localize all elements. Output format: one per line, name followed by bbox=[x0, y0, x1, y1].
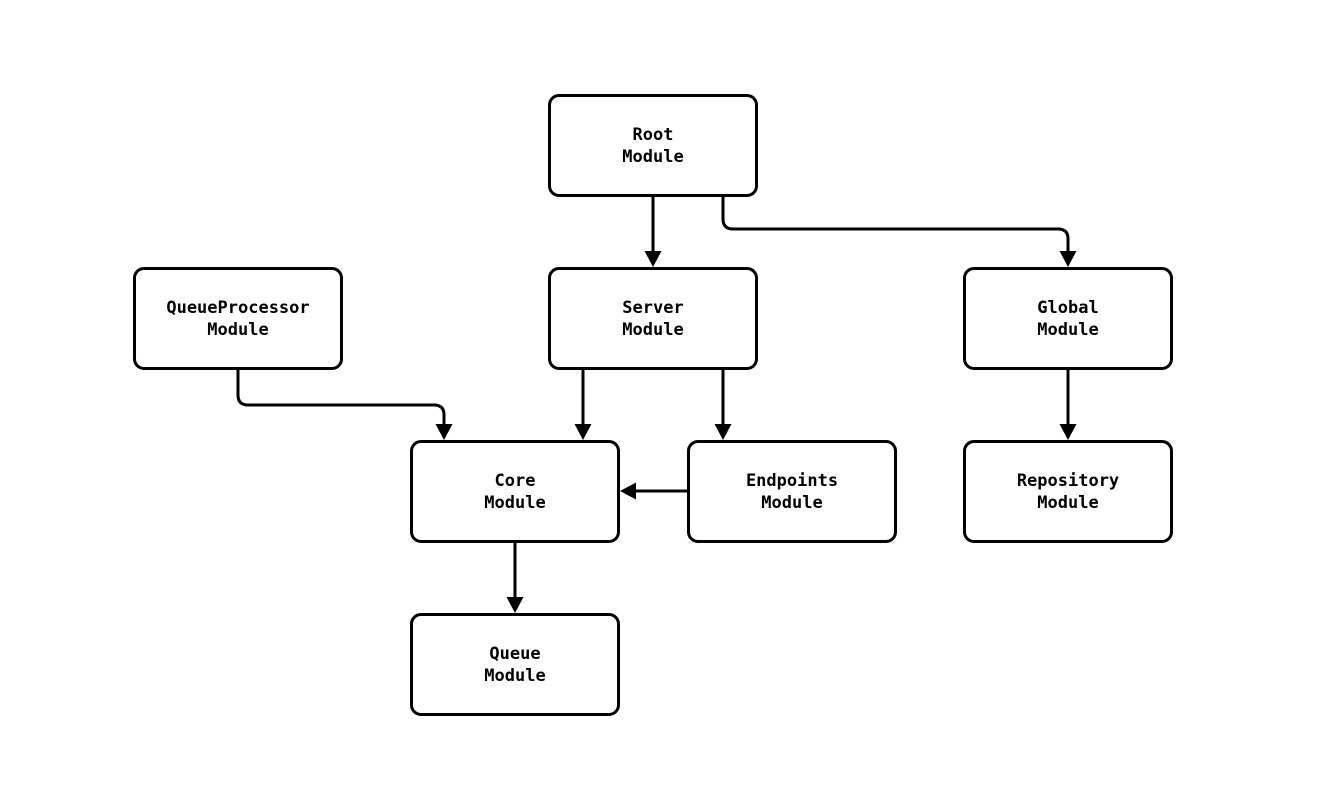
node-core-module-label-line1: Core bbox=[494, 470, 536, 491]
node-queueprocessor-module[interactable]: QueueProcessor Module bbox=[133, 267, 343, 370]
node-endpoints-module[interactable]: Endpoints Module bbox=[687, 440, 897, 543]
node-root-module-label-line2: Module bbox=[622, 146, 684, 167]
node-core-module-label-line2: Module bbox=[484, 492, 546, 513]
node-global-module-label-line1: Global bbox=[1037, 297, 1099, 318]
node-queueprocessor-module-label-line1: QueueProcessor bbox=[166, 297, 310, 318]
node-root-module-label-line1: Root bbox=[632, 124, 674, 145]
arrowhead-core-to-queue bbox=[506, 597, 524, 613]
node-endpoints-module-label-line1: Endpoints bbox=[745, 470, 839, 491]
node-server-module-label-line1: Server bbox=[622, 297, 684, 318]
arrowhead-endpoints-to-core bbox=[620, 482, 636, 500]
edge-root-to-global bbox=[721, 197, 1070, 258]
node-server-module[interactable]: Server Module bbox=[548, 267, 758, 370]
arrowhead-queueprocessor-to-core bbox=[435, 424, 453, 440]
node-global-module[interactable]: Global Module bbox=[963, 267, 1173, 370]
node-queueprocessor-module-label-line2: Module bbox=[207, 319, 269, 340]
node-root-module[interactable]: Root Module bbox=[548, 94, 758, 197]
node-core-module[interactable]: Core Module bbox=[410, 440, 620, 543]
edge-queueprocessor-to-core bbox=[236, 370, 446, 431]
arrowhead-server-to-endpoints bbox=[714, 424, 732, 440]
node-queue-module-label-line2: Module bbox=[484, 665, 546, 686]
node-repository-module-label-line2: Module bbox=[1037, 492, 1099, 513]
node-queue-module-label-line1: Queue bbox=[489, 643, 541, 664]
arrowhead-root-to-server bbox=[644, 251, 662, 267]
node-repository-module-label-line1: Repository bbox=[1016, 470, 1120, 491]
arrowhead-server-to-core bbox=[574, 424, 592, 440]
arrowhead-root-to-global bbox=[1059, 251, 1077, 267]
node-repository-module[interactable]: Repository Module bbox=[963, 440, 1173, 543]
arrowhead-global-to-repository bbox=[1059, 424, 1077, 440]
node-endpoints-module-label-line2: Module bbox=[761, 492, 823, 513]
node-global-module-label-line2: Module bbox=[1037, 319, 1099, 340]
node-server-module-label-line2: Module bbox=[622, 319, 684, 340]
node-queue-module[interactable]: Queue Module bbox=[410, 613, 620, 716]
